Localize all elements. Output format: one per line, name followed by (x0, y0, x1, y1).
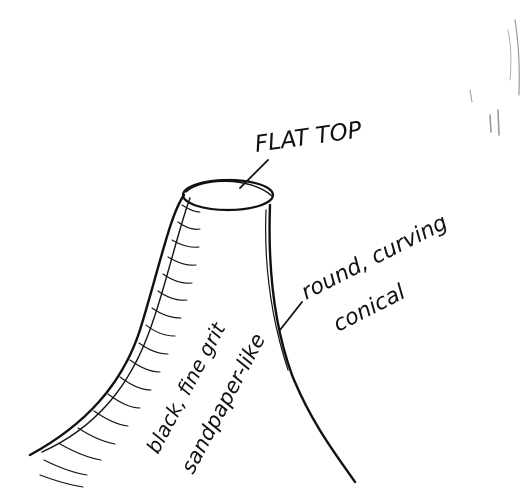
flat-top-label: FLAT TOP (253, 117, 363, 158)
shape-pointer (280, 302, 302, 330)
flat-top-ellipse (183, 180, 273, 210)
paper-smudges (470, 20, 519, 135)
texture-annotation: black, fine grit sandpaper-like (141, 318, 270, 478)
cone-right-edge (270, 205, 355, 482)
flat-top-annotation: FLAT TOP (240, 117, 363, 188)
shape-annotation: round, curving conical (280, 210, 452, 337)
